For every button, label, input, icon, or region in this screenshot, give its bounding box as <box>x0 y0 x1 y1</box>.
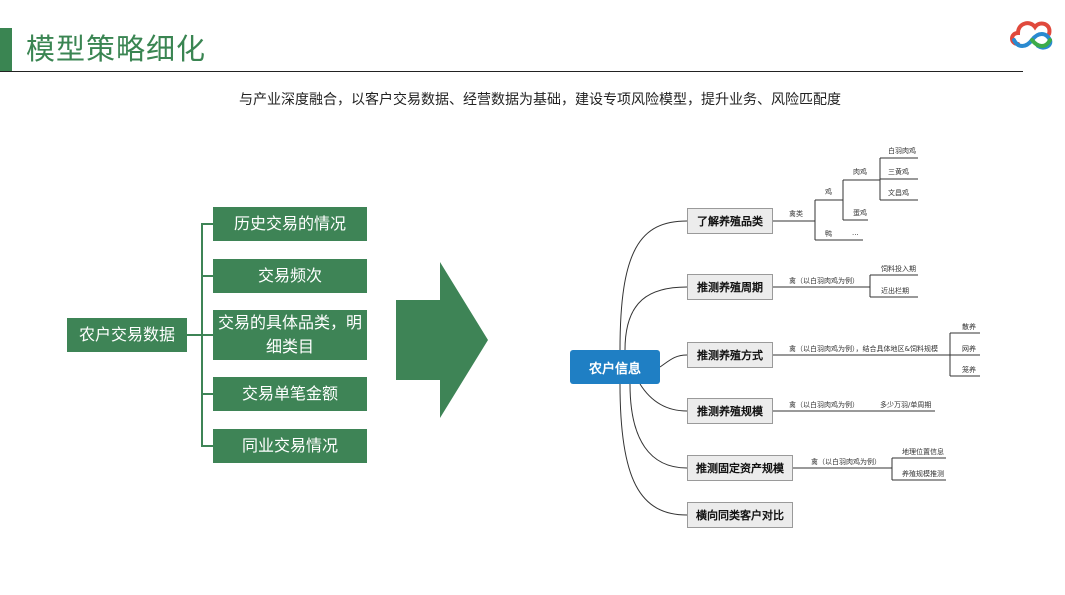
page-title: 模型策略细化 <box>26 32 207 66</box>
leaf-method-free-range: 散养 <box>962 323 976 331</box>
leaf-method-net: 网养 <box>962 345 976 353</box>
connector-branch-5 <box>201 445 213 447</box>
connector-branch-3 <box>201 334 213 336</box>
leaf-method-cage: 笼养 <box>962 366 976 374</box>
item-historical-transactions: 历史交易的情况 <box>213 207 367 241</box>
item-transaction-category-detail: 交易的具体品类，明细类目 <box>213 310 367 360</box>
center-node-farmer-transaction-data: 农户交易数据 <box>67 318 187 352</box>
branch-breeding-method: 推测养殖方式 <box>687 342 773 368</box>
branch-breeding-category: 了解养殖品类 <box>687 208 773 234</box>
leaf-cycle-near-slaughter: 近出栏期 <box>881 287 909 295</box>
leaf-duck: 鸭 <box>825 230 832 238</box>
title-divider <box>0 71 1023 72</box>
leaf-wenchang-chicken: 文昌鸡 <box>888 189 909 197</box>
page-subtitle: 与产业深度融合，以客户交易数据、经营数据为基础，建设专项风险模型，提升业务、风险… <box>239 92 841 108</box>
leaf-ellipsis: ... <box>852 229 859 237</box>
leaf-asset-prefix: 禽（以白羽肉鸡为例） <box>811 458 881 466</box>
right-arrow-icon <box>396 262 488 418</box>
mind-map-root-farmer-info: 农户信息 <box>570 350 660 384</box>
connector-branch-4 <box>201 393 213 395</box>
leaf-chicken: 鸡 <box>825 188 832 196</box>
leaf-asset-location: 地理位置信息 <box>902 448 944 456</box>
leaf-method-prefix: 禽（以白羽肉鸡为例），结合具体地区&饲料规模 <box>789 345 938 353</box>
connector-branch-2 <box>201 275 213 277</box>
item-transaction-frequency: 交易频次 <box>213 259 367 293</box>
branch-peer-comparison: 横向同类客户对比 <box>687 502 793 528</box>
title-accent-bar <box>0 28 12 72</box>
leaf-poultry: 禽类 <box>789 210 803 218</box>
cloud-logo-icon <box>1010 21 1053 50</box>
item-peer-transactions: 同业交易情况 <box>213 429 367 463</box>
leaf-meat-chicken: 肉鸡 <box>853 168 867 176</box>
branch-fixed-assets: 推测固定资产规模 <box>687 455 793 481</box>
connector-horizontal-main <box>187 334 201 336</box>
leaf-cycle-feed-period: 饲料投入期 <box>881 265 916 273</box>
leaf-white-feather-chicken: 白羽肉鸡 <box>888 147 916 155</box>
leaf-scale-value: 多少万羽/单周期 <box>880 401 932 409</box>
leaf-scale-prefix: 禽（以白羽肉鸡为例） <box>789 401 859 409</box>
leaf-egg-chicken: 蛋鸡 <box>853 209 867 217</box>
leaf-asset-scale-estimate: 养殖规模推测 <box>902 470 944 478</box>
branch-breeding-cycle: 推测养殖周期 <box>687 274 773 300</box>
branch-breeding-scale: 推测养殖规模 <box>687 398 773 424</box>
leaf-sanhuang-chicken: 三黄鸡 <box>888 168 909 176</box>
connector-branch-1 <box>201 223 213 225</box>
item-transaction-amount: 交易单笔金额 <box>213 377 367 411</box>
leaf-cycle-prefix: 禽（以白羽肉鸡为例） <box>789 277 859 285</box>
